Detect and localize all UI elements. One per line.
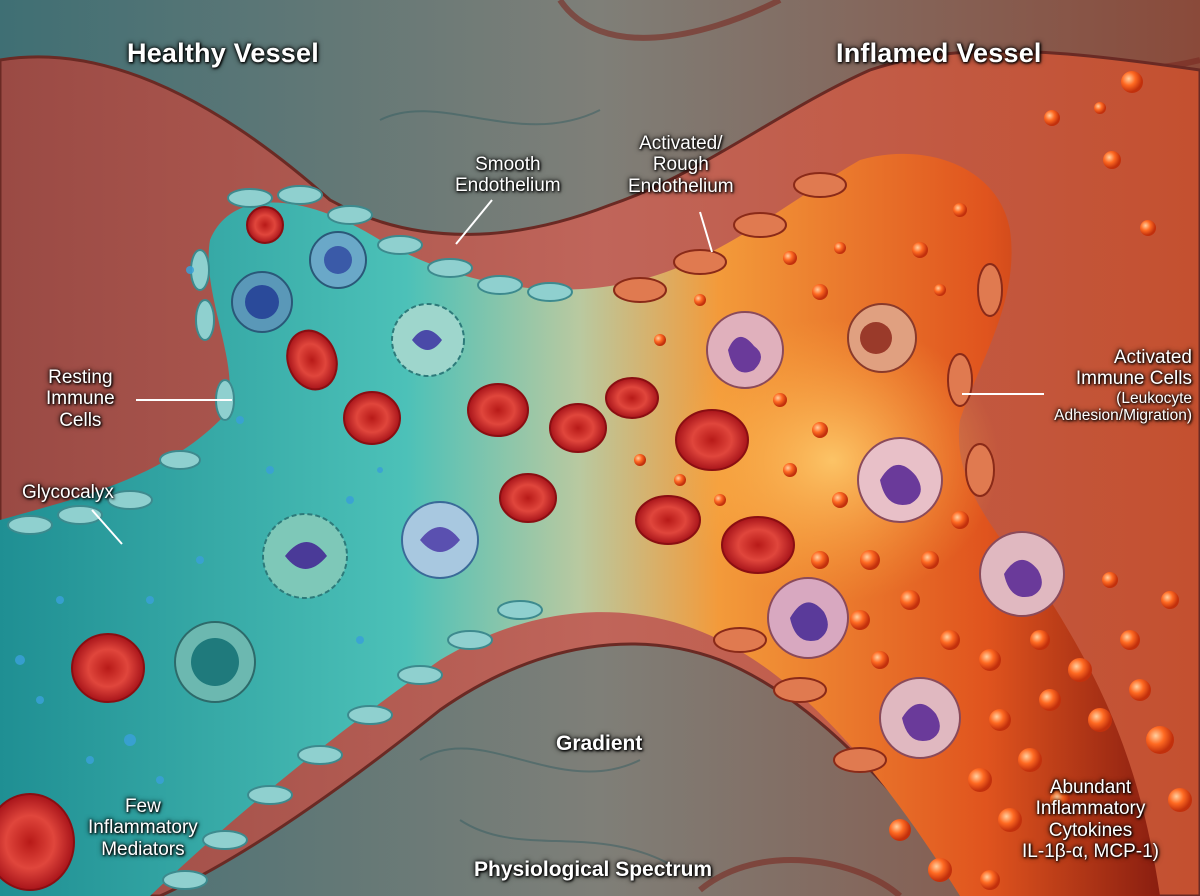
activated-immune-cells [706, 303, 1065, 759]
activated-endothelium [613, 172, 1055, 773]
red-blood-cell [246, 206, 284, 244]
label-line: IL-1β-α, MCP-1) [1022, 840, 1159, 862]
label-line: (Leukocyte [1116, 389, 1192, 407]
red-blood-cell [605, 377, 659, 419]
red-blood-cell [467, 383, 529, 437]
label-line: Mediators [101, 838, 185, 860]
red-blood-cell [343, 391, 401, 445]
few-mediators [15, 266, 383, 784]
activated-immune-cell [979, 531, 1065, 617]
label-line: Resting [48, 367, 113, 388]
red-blood-cell [286, 329, 338, 391]
label-line: Adhesion/Migration) [1054, 406, 1192, 424]
inflammatory-cytokines [634, 71, 1192, 890]
resting-immune-cell [309, 231, 367, 289]
leader-activated-endothelium [699, 211, 713, 253]
activated-immune-cell [879, 677, 961, 759]
label-activated-endothelium: Activated/ Rough Endothelium [628, 133, 734, 197]
label-line: Smooth [475, 154, 541, 175]
red-blood-cell [549, 403, 607, 453]
label-line: Inflammatory [1035, 798, 1146, 820]
label-line: Endothelium [628, 175, 734, 197]
resting-immune-cell [401, 501, 479, 579]
endothelium-lining [7, 185, 573, 890]
red-blood-cell [721, 516, 795, 574]
label-resting-immune-cells: Resting Immune Cells [46, 367, 115, 431]
resting-immune-cells [174, 231, 479, 703]
label-line: Cells [59, 409, 102, 431]
label-gradient: Gradient [556, 732, 643, 755]
activated-immune-cell [706, 311, 784, 389]
label-line: Immune [46, 388, 115, 410]
inflamed-vessel-title: Inflamed Vessel [836, 38, 1042, 68]
leader-glycocalyx [91, 509, 123, 545]
label-line: Immune Cells [1075, 368, 1192, 390]
label-few-mediators: Few Inflammatory Mediators [88, 796, 198, 860]
label-smooth-endothelium: Smooth Endothelium [455, 154, 561, 197]
resting-immune-cell [174, 621, 256, 703]
label-glycocalyx: Glycocalyx [22, 482, 114, 503]
resting-immune-cell [391, 303, 465, 377]
label-line: Few [124, 796, 161, 817]
label-activated-immune-cells: Activated Immune Cells (Leukocyte Adhesi… [1054, 347, 1192, 424]
red-blood-cell [71, 633, 145, 703]
healthy-vessel-title: Healthy Vessel [127, 38, 319, 68]
red-blood-cell [675, 409, 749, 471]
resting-immune-cell [262, 513, 348, 599]
label-line: Cytokines [1048, 819, 1133, 841]
red-blood-cell [635, 495, 701, 545]
label-abundant-cytokines: Abundant Inflammatory Cytokines IL-1β-α,… [1022, 777, 1159, 862]
red-blood-cell [0, 793, 75, 891]
leader-lines [91, 199, 1044, 545]
red-blood-cell [499, 473, 557, 523]
label-line: Rough [652, 154, 709, 176]
label-line: Inflammatory [88, 817, 198, 839]
activated-immune-cell [857, 437, 943, 523]
label-line: Activated [1113, 347, 1192, 368]
label-line: Activated/ [639, 133, 723, 154]
label-physiological-spectrum: Physiological Spectrum [474, 858, 713, 881]
label-line: Abundant [1049, 777, 1132, 798]
label-line: Endothelium [455, 175, 561, 197]
leader-smooth-endothelium [455, 199, 493, 245]
resting-immune-cell [231, 271, 293, 333]
activated-immune-cell [767, 577, 849, 659]
red-blood-cells [0, 206, 795, 891]
activated-immune-cell [847, 303, 917, 373]
